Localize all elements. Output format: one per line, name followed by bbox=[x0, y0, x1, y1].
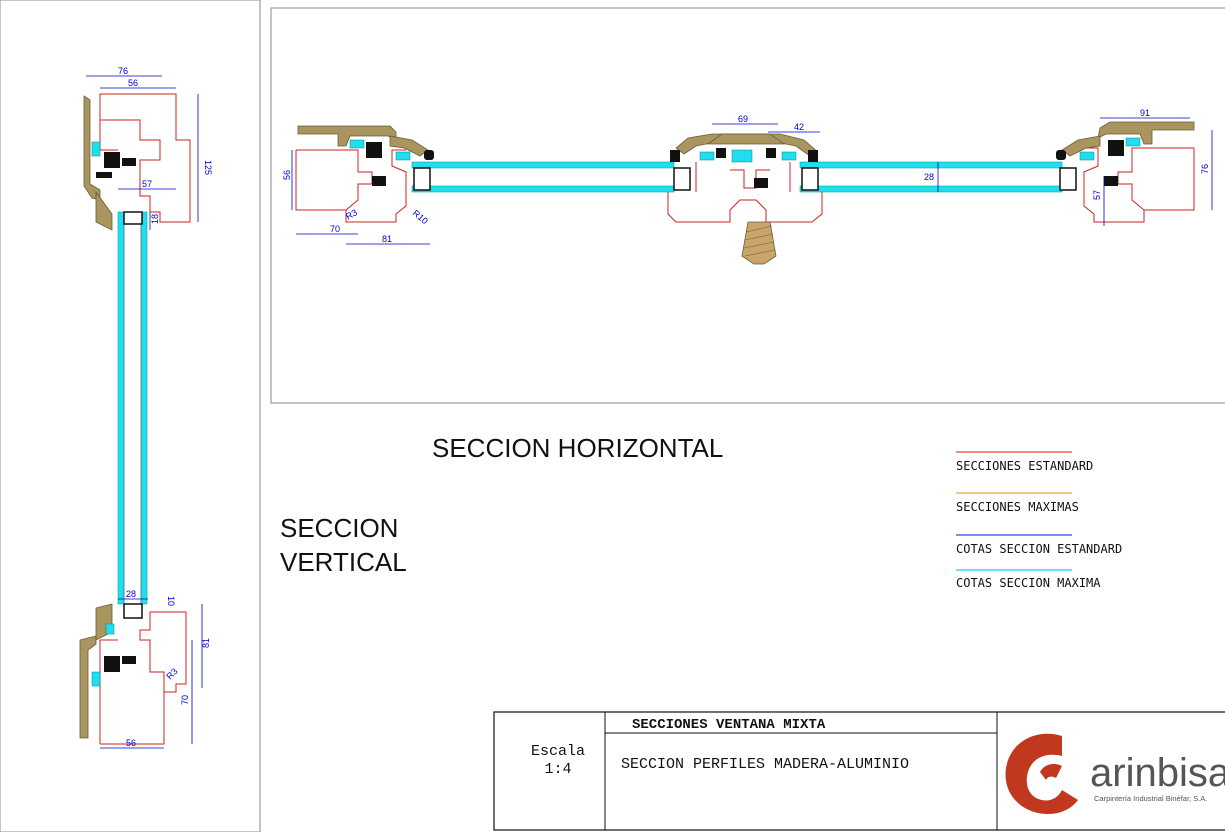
drawing-subtitle: SECCION PERFILES MADERA-ALUMINIO bbox=[621, 756, 909, 773]
dim-label: 57 bbox=[142, 179, 152, 189]
legend-label-maximas: SECCIONES MAXIMAS bbox=[956, 500, 1079, 514]
dim-label: R3 bbox=[164, 666, 179, 681]
legend-label-cotas-standard: COTAS SECCION ESTANDARD bbox=[956, 542, 1122, 556]
dim-label: 81 bbox=[382, 234, 392, 244]
heading-vertical-section-line1: SECCION bbox=[280, 513, 398, 543]
scale-value: 1:4 bbox=[544, 761, 571, 778]
dim-label: 81 bbox=[201, 638, 211, 648]
dim-label: 18 bbox=[150, 214, 160, 224]
legend-label-standard: SECCIONES ESTANDARD bbox=[956, 459, 1093, 473]
title-block: Escala 1:4 SECCIONES VENTANA MIXTA SECCI… bbox=[493, 711, 1225, 831]
dim-label: R10 bbox=[411, 208, 430, 226]
company-tagline: Carpintería Industrial Binéfar, S.A. bbox=[1094, 794, 1207, 803]
vertical-section-drawing bbox=[79, 75, 203, 749]
dim-label: 42 bbox=[794, 122, 804, 132]
logo-mark bbox=[1005, 733, 1078, 814]
heading-horizontal-section: SECCION HORIZONTAL bbox=[432, 433, 723, 463]
legend-label-cotas-maxima: COTAS SECCION MAXIMA bbox=[956, 576, 1101, 590]
legend: SECCIONES ESTANDARD SECCIONES MAXIMAS CO… bbox=[956, 451, 1122, 590]
dim-label: 56 bbox=[128, 78, 138, 88]
dim-label: R3 bbox=[344, 207, 359, 221]
dim-label: 125 bbox=[203, 160, 213, 175]
dim-label: 76 bbox=[118, 66, 128, 76]
dim-label: 28 bbox=[924, 172, 934, 182]
vertical-dimension-labels: 76 56 125 57 18 28 10 81 70 R3 56 bbox=[118, 66, 213, 748]
horizontal-section-frame bbox=[270, 7, 1225, 404]
dim-label: 56 bbox=[282, 170, 292, 180]
heading-vertical-section-line2: VERTICAL bbox=[280, 547, 407, 577]
drawing-title: SECCIONES VENTANA MIXTA bbox=[632, 717, 826, 733]
dim-label: 56 bbox=[126, 738, 136, 748]
dim-label: 10 bbox=[166, 596, 176, 606]
dim-label: 91 bbox=[1140, 108, 1150, 118]
dim-label: 69 bbox=[738, 114, 748, 124]
company-name: arinbisa bbox=[1090, 751, 1225, 795]
vertical-section-frame bbox=[0, 0, 261, 832]
horizontal-section-drawing bbox=[291, 117, 1213, 265]
dim-label: 76 bbox=[1200, 164, 1210, 174]
scale-label: Escala bbox=[531, 743, 585, 760]
company-logo: arinbisa Carpintería Industrial Binéfar,… bbox=[1005, 733, 1225, 814]
dim-label: 70 bbox=[180, 695, 190, 705]
dim-label: 70 bbox=[330, 224, 340, 234]
dim-label: 57 bbox=[1092, 190, 1102, 200]
dim-label: 28 bbox=[126, 589, 136, 599]
